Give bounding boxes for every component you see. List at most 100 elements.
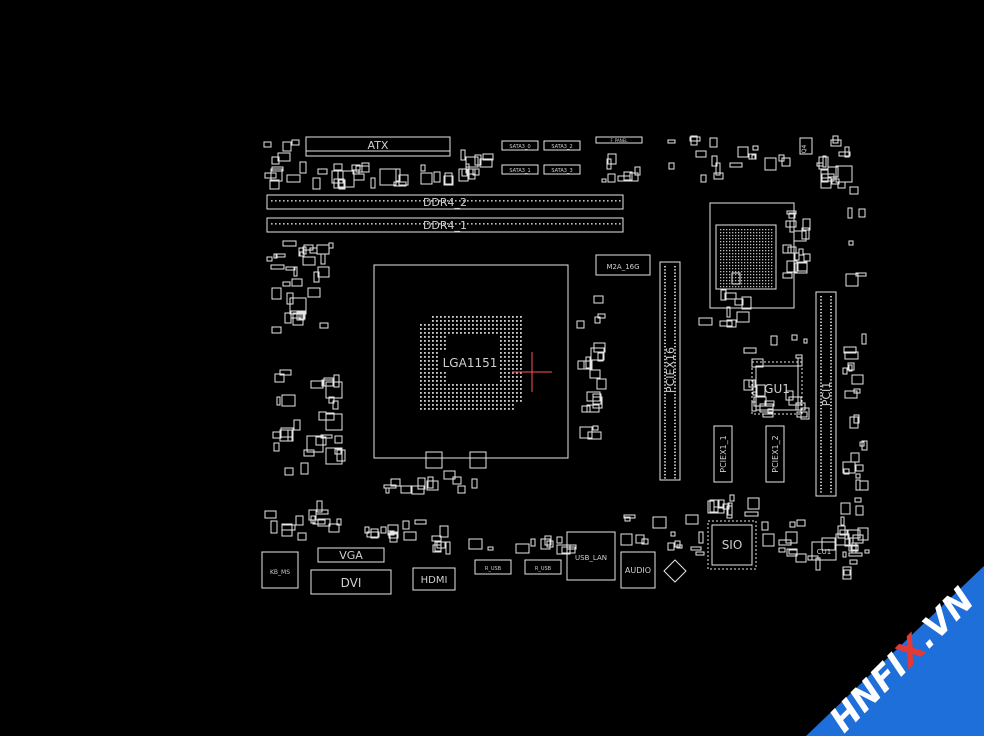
ddr-pin <box>339 223 341 225</box>
cpu-pin <box>456 404 458 406</box>
cpu-pin <box>500 332 502 334</box>
bga-pin <box>768 247 770 249</box>
cu1-chip[interactable] <box>811 541 837 561</box>
cpu-pin <box>480 328 482 330</box>
vga-connector[interactable] <box>317 547 385 563</box>
bga-pin <box>753 253 755 255</box>
smd-part <box>445 541 451 555</box>
smd-part <box>729 162 743 168</box>
cpu-pin <box>472 384 474 386</box>
smd-part <box>417 477 426 490</box>
pci-pin <box>820 404 822 407</box>
pciex1-1-slot[interactable] <box>713 425 733 483</box>
bga-pin <box>762 241 764 243</box>
pcie-pin <box>664 461 666 463</box>
cpu-pin <box>444 380 446 382</box>
bga-pin <box>759 235 761 237</box>
cpu-pin <box>512 352 514 354</box>
q4-part[interactable] <box>799 137 813 155</box>
cpu-pin <box>420 324 422 326</box>
cpu-pin <box>508 328 510 330</box>
ddr-pin <box>415 200 417 202</box>
pcie-pin <box>674 394 676 396</box>
cpu-pin <box>476 388 478 390</box>
audio-connector[interactable] <box>620 551 656 589</box>
smd-part <box>850 452 860 463</box>
hdmi-connector[interactable] <box>412 567 456 591</box>
q4-label: Q4 <box>801 145 808 154</box>
sata-connectors[interactable] <box>501 140 581 175</box>
cpu-pin <box>496 328 498 330</box>
cpu-pin <box>504 324 506 326</box>
cpu-socket[interactable] <box>373 264 569 459</box>
ddr-pin <box>519 200 521 202</box>
ddr-pin <box>487 200 489 202</box>
bga-pin <box>726 277 728 279</box>
bga-pin <box>768 238 770 240</box>
pci-pin <box>820 376 822 378</box>
cpu-pin <box>484 328 486 330</box>
sio-chip[interactable] <box>707 520 757 570</box>
ddr4-slot-2[interactable] <box>266 194 624 210</box>
smd-part <box>338 179 346 190</box>
cpu-pin <box>424 360 426 362</box>
cpu-pin <box>440 400 442 402</box>
r-usb-header-1[interactable] <box>474 559 512 575</box>
r-usb-header-2[interactable] <box>524 559 562 575</box>
f-panel-header[interactable] <box>595 136 643 144</box>
bga-pin <box>732 256 734 258</box>
bga-pin <box>738 280 740 282</box>
usb-lan-connector[interactable] <box>566 531 616 581</box>
chipset-bga[interactable] <box>709 202 795 309</box>
pcie-pin <box>674 461 676 463</box>
pci-pin <box>820 465 822 467</box>
cpu-pin <box>504 320 506 322</box>
bga-pin <box>753 271 755 273</box>
cpu-pin <box>492 396 494 398</box>
dvi-connector[interactable] <box>310 569 392 595</box>
smd-part <box>821 537 836 551</box>
smd-part <box>380 526 387 534</box>
bga-pin <box>726 265 728 267</box>
cpu-pin <box>452 332 454 334</box>
pci1-pins <box>820 296 832 493</box>
pci-pin <box>820 315 822 317</box>
bga-pin <box>741 235 743 237</box>
ddr-pin <box>391 200 393 202</box>
ddr-pin <box>531 223 533 225</box>
pci1-slot[interactable] <box>815 291 837 497</box>
pci-pin <box>830 452 832 455</box>
smd-part <box>785 390 794 401</box>
pcie-pin <box>664 288 666 290</box>
smd-part <box>855 505 864 516</box>
pciex16-slot[interactable] <box>659 261 681 481</box>
kb-ms-connector[interactable] <box>261 551 299 589</box>
bga-pin <box>720 256 722 258</box>
cpu-pin <box>508 332 510 334</box>
ddr-pin <box>491 200 493 202</box>
pci-pin <box>820 433 822 435</box>
cpu-pin <box>500 372 502 374</box>
atx-connector[interactable] <box>305 136 451 157</box>
cpu-pin <box>492 408 494 410</box>
bga-pin <box>744 256 746 258</box>
smd-part <box>848 240 854 246</box>
smd-part <box>403 531 417 541</box>
pci-pin <box>820 299 822 301</box>
pcie-pin <box>674 298 676 300</box>
m2a-slot[interactable] <box>595 254 651 276</box>
pci-pin <box>820 347 822 349</box>
smd-part <box>275 253 286 258</box>
pci-pin <box>830 296 832 298</box>
bga-pin <box>759 244 761 246</box>
cpu-pin <box>436 332 438 334</box>
bga-pin <box>750 232 752 234</box>
gu1-chip[interactable] <box>751 361 803 415</box>
cpu-pin <box>516 368 518 370</box>
cpu-pin <box>456 320 458 322</box>
cpu-pin <box>504 360 506 362</box>
pciex1-2-slot[interactable] <box>765 425 785 483</box>
bga-pin <box>723 274 725 276</box>
pci-pin <box>820 382 822 384</box>
ddr4-slot-1[interactable] <box>266 217 624 233</box>
